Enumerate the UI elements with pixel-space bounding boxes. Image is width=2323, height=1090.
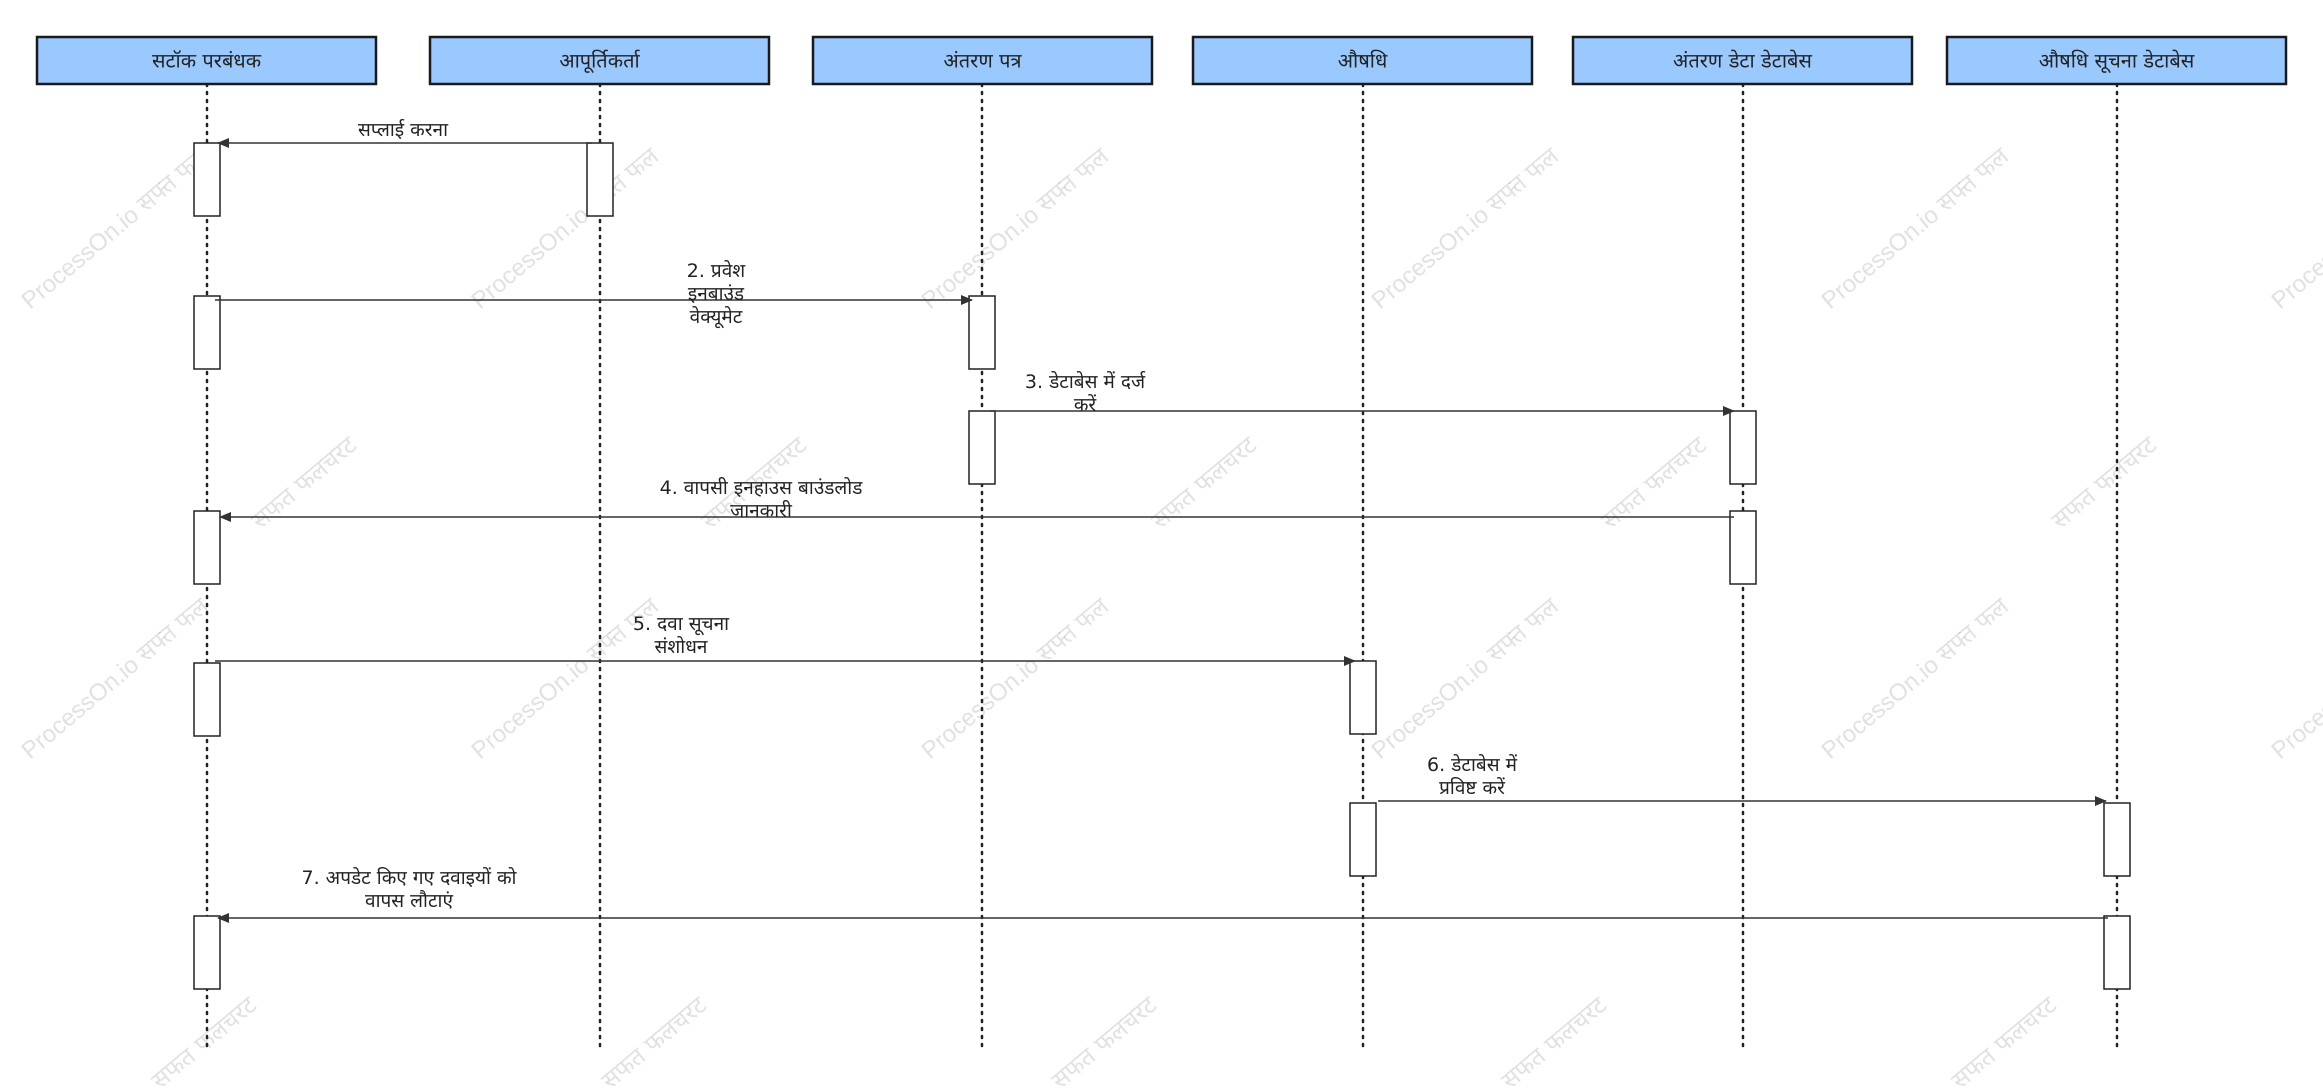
watermark-text: ProcessOn.io सफ्त फल (917, 142, 1115, 314)
activation-box (1729, 510, 1757, 585)
watermark-text: ProcessOn.io सफ्त फल (1817, 592, 2015, 764)
message-label: इनबाउंड (688, 283, 745, 305)
watermark-text: सफत फलचरट (596, 990, 713, 1090)
actor-box-supplier[interactable] (428, 35, 771, 86)
message-label: 7. अपडेट किए गए दवाइयों को (302, 866, 518, 889)
message-label: 5. दवा सूचना (633, 613, 730, 636)
message-label: संशोधन (655, 635, 708, 658)
message-label: 6. डेटाबेस में (1427, 753, 1518, 776)
activation-box (1349, 660, 1377, 735)
watermark-text: ProcessOn.io सफ्त फल (1367, 142, 1565, 314)
watermark-text: सफत फलचरट (1946, 990, 2063, 1090)
actor-label-transfer-letter: अंतरण पत्र (943, 49, 1022, 73)
actor-box-transfer-data-db[interactable] (1571, 35, 1914, 86)
message-label: सप्लाई करना (358, 118, 449, 141)
watermark-text: ProcessOn.io सफ्त फल (1817, 142, 2015, 314)
actor-box-transfer-letter[interactable] (811, 35, 1154, 86)
activation-box (193, 915, 221, 990)
activation-box (1729, 410, 1757, 485)
message-label: जानकारी (730, 499, 793, 522)
watermark-text: सफत फलचरट (1496, 990, 1613, 1090)
actor-box-medicine-info-db[interactable] (1945, 35, 2288, 86)
activation-box (586, 142, 614, 217)
watermark-text: ProcessOn.io सफ्त फल (2267, 142, 2323, 314)
actor-box-stock-manager[interactable] (35, 35, 378, 86)
message-label: 4. वापसी इनहाउस बाउंडलोड (660, 476, 864, 499)
watermark-text: सफत फलचरट (246, 430, 363, 534)
activation-box (193, 662, 221, 737)
activation-box (1349, 802, 1377, 877)
actor-label-stock-manager: सटॉक परबंधक (152, 49, 262, 73)
watermark-text: सफत फलचरट (1596, 430, 1713, 534)
activation-box (2103, 915, 2131, 990)
message-label: वापस लौटाएं (365, 889, 453, 912)
message-label: 3. डेटाबेस में दर्ज (1025, 370, 1146, 393)
message-label: करें (1074, 393, 1098, 416)
watermark-text: ProcessOn.io सफ्त फल (917, 592, 1115, 764)
watermark-text: ProcessOn.io सफ्त फल (17, 142, 215, 314)
message-label: प्रविष्ट करें (1439, 776, 1506, 799)
actor-box-medicine[interactable] (1191, 35, 1534, 86)
activation-box (193, 295, 221, 370)
activation-box (2103, 802, 2131, 877)
watermark-text: ProcessOn.io सफ्त फल (17, 592, 215, 764)
activation-box (968, 295, 996, 370)
watermark-text: सफत फलचरट (146, 990, 263, 1090)
activation-box (193, 142, 221, 217)
watermark-text: सफत फलचरट (2046, 430, 2163, 534)
actor-label-medicine: औषधि (1338, 49, 1388, 73)
actor-label-medicine-info-db: औषधि सूचना डेटाबेस (2039, 49, 2195, 74)
activation-box (968, 410, 996, 485)
watermark-text: सफत फलचरट (1146, 430, 1263, 534)
activation-box (193, 510, 221, 585)
watermark-text: ProcessOn.io सफ्त फल (2267, 592, 2323, 764)
message-label: वेक्यूमेट (690, 305, 743, 329)
watermark-text: ProcessOn.io सफ्त फल (467, 142, 665, 314)
actor-label-transfer-data-db: अंतरण डेटा डेटाबेस (1673, 49, 1812, 73)
watermark-text: सफत फलचरट (1046, 990, 1163, 1090)
watermark-text: ProcessOn.io सफ्त फल (1367, 592, 1565, 764)
actor-label-supplier: आपूर्तिकर्ता (559, 49, 640, 74)
message-label: 2. प्रवेश (687, 259, 747, 282)
